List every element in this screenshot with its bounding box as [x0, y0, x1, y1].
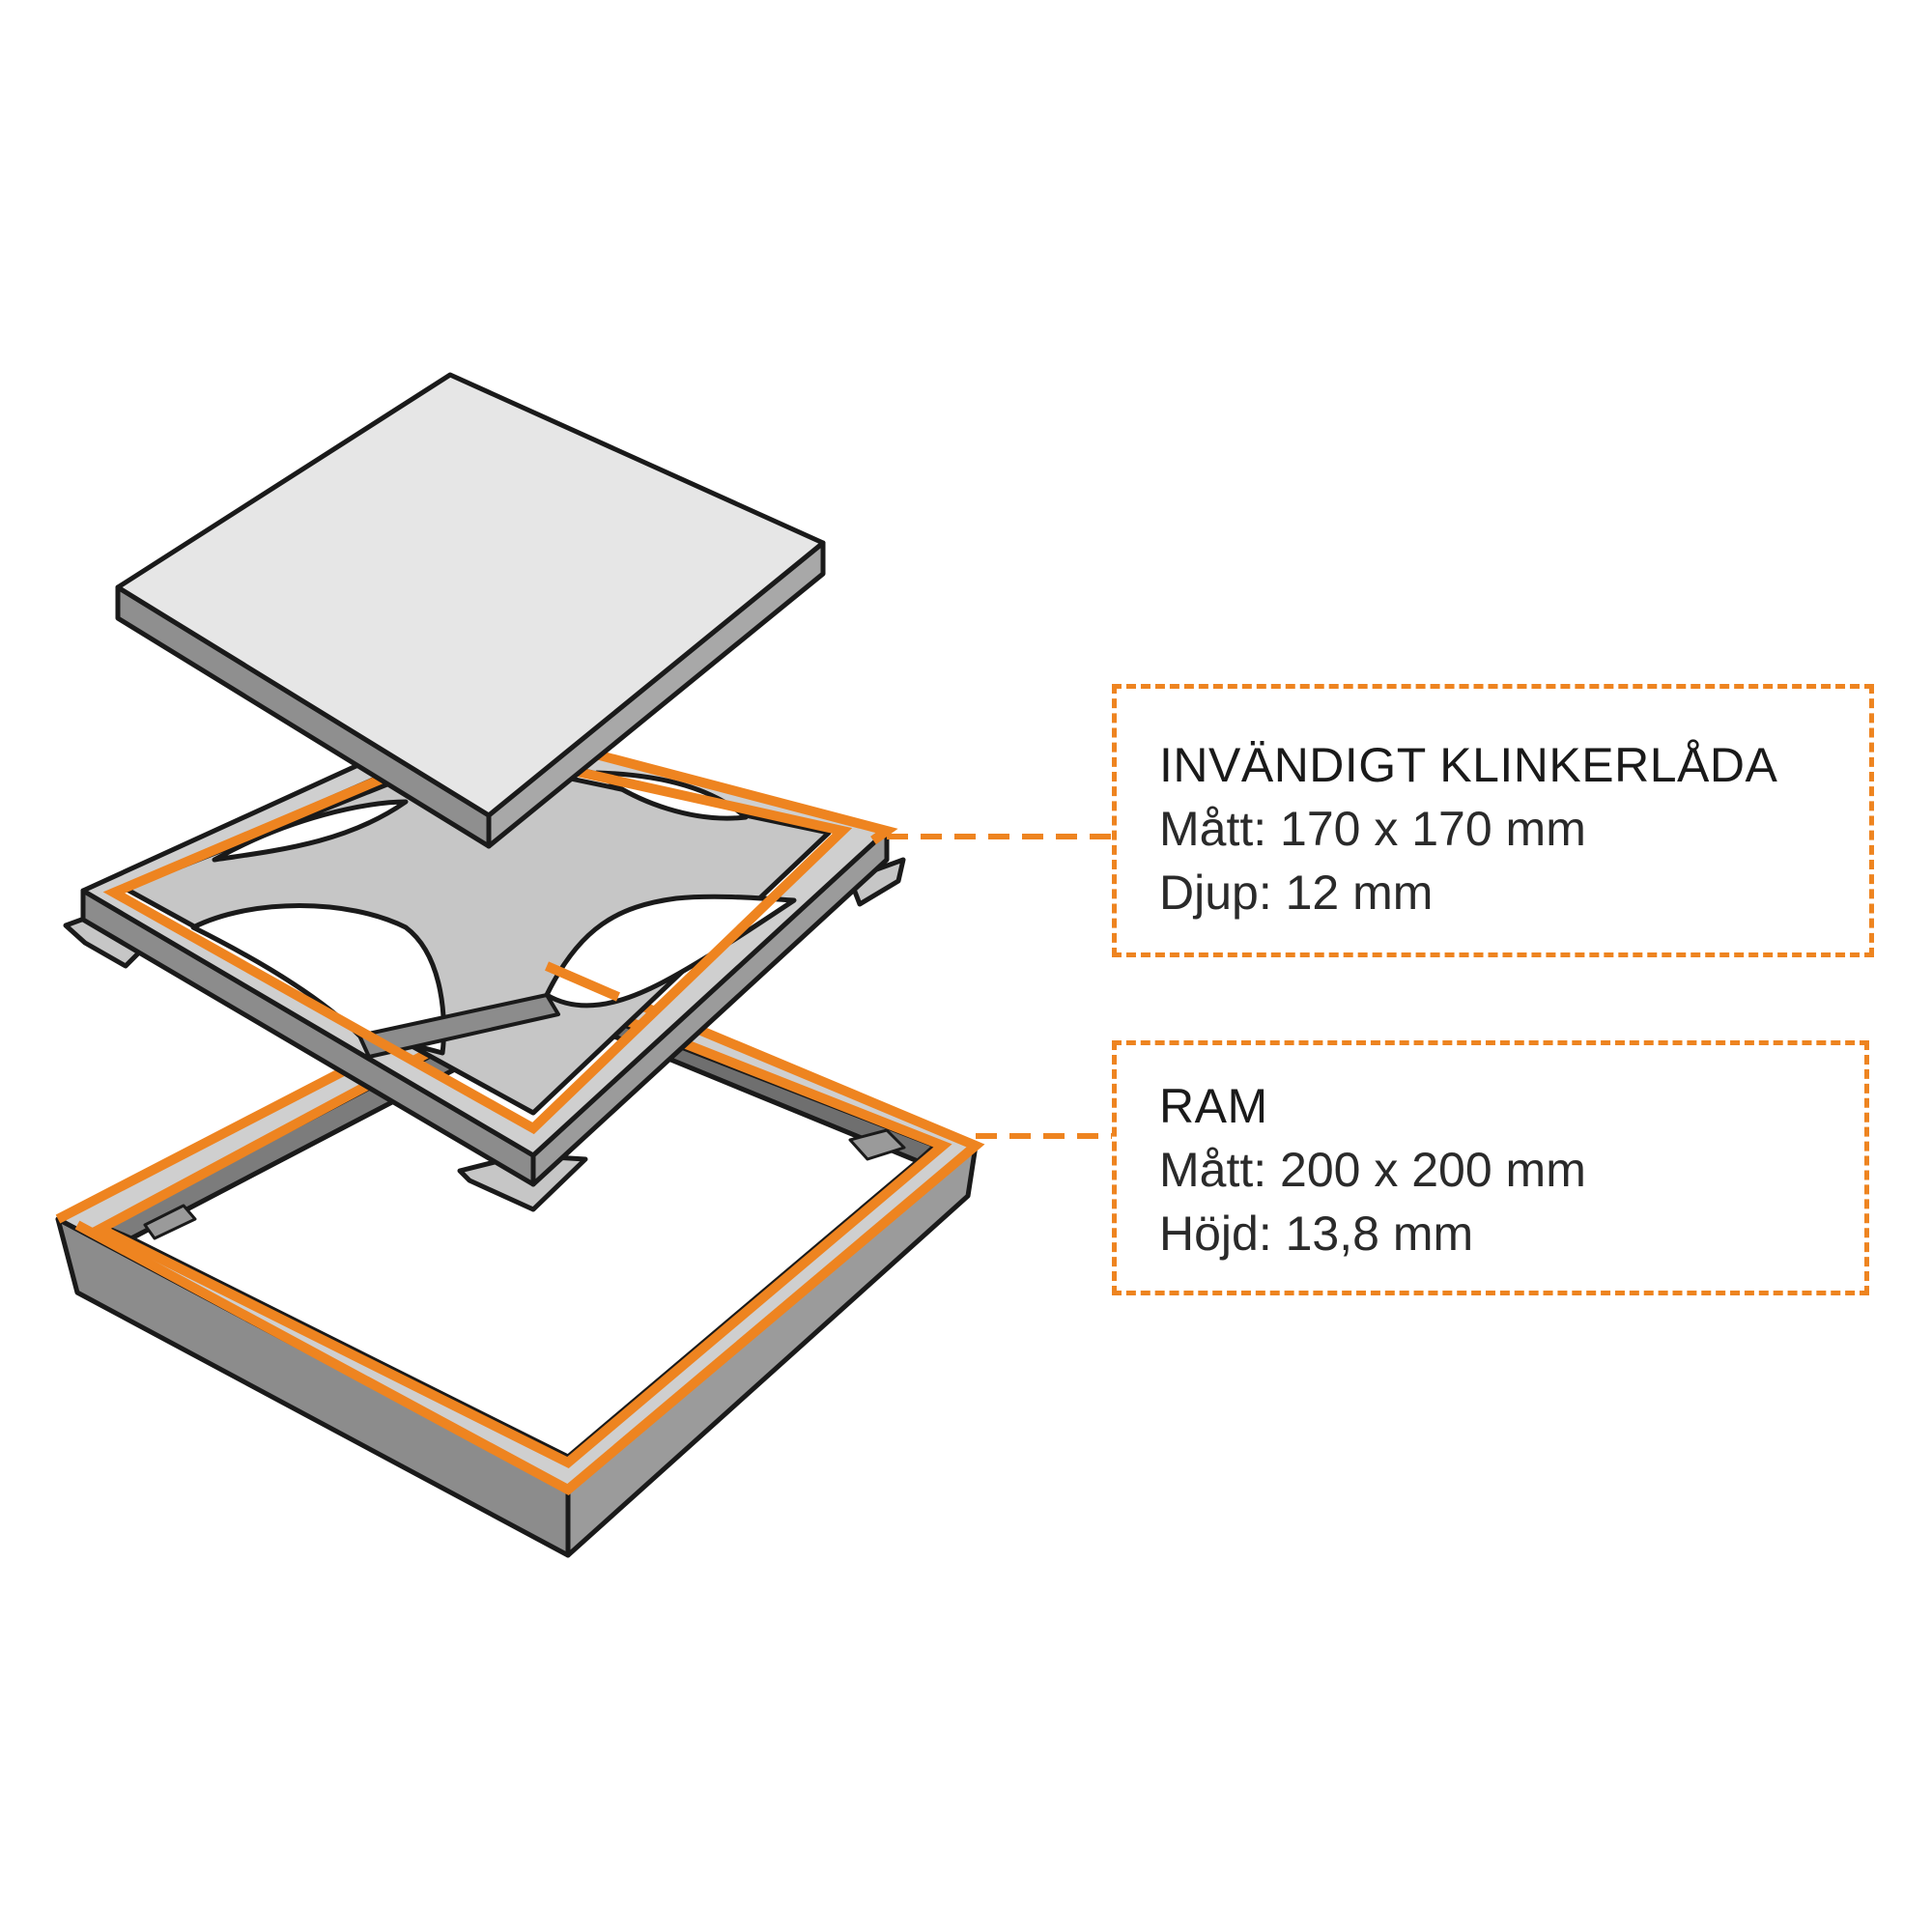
tray-cutout-right-bottom: [544, 894, 797, 1009]
tile-top-face: [115, 372, 826, 818]
klinkerlada-label-box: INVÄNDIGT KLINKERLÅDA Mått: 170 x 170 mm…: [1112, 684, 1874, 957]
ram-title: RAM: [1159, 1079, 1268, 1133]
tray-cutout-left-top: [212, 799, 409, 863]
klinkerlada-size: Mått: 170 x 170 mm: [1159, 802, 1586, 856]
ram-highlight-far-corner: [545, 961, 620, 1002]
klinkerlada-title: INVÄNDIGT KLINKERLÅDA: [1159, 738, 1778, 792]
ram-ledge-left: [143, 1204, 197, 1240]
ram-bar-through-tray: [357, 993, 560, 1059]
ram-ledge-right: [848, 1128, 906, 1161]
leader-lines: [887, 834, 1112, 1139]
ram-label-box: RAM Mått: 200 x 200 mm Höjd: 13,8 mm: [1112, 1040, 1869, 1295]
tray-highlight-inner: [102, 740, 853, 1135]
klinkerlada-tray: [63, 716, 906, 1212]
ram-size: Mått: 200 x 200 mm: [1159, 1143, 1586, 1197]
tray-cutout-left-bottom: [190, 903, 446, 1056]
klinkerlada-depth: Djup: 12 mm: [1159, 866, 1434, 920]
tray-tab-right: [847, 857, 906, 907]
klinker-tile: [115, 372, 826, 849]
ram-height: Höjd: 13,8 mm: [1159, 1207, 1474, 1261]
